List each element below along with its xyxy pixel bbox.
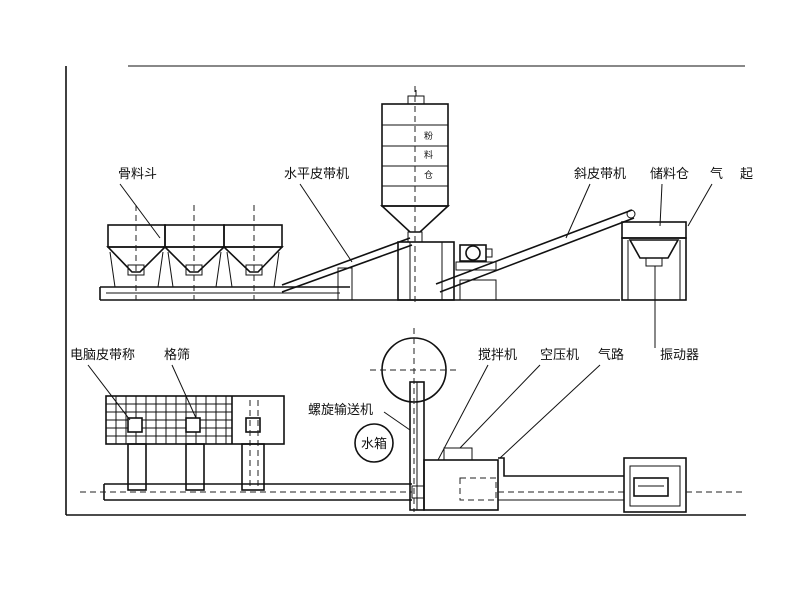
air-pipeline <box>498 457 624 501</box>
silo-text-3: 仓 <box>424 169 433 181</box>
label-air-line: 气路 <box>598 347 624 363</box>
mixer-unit: 螺旋输送机 <box>308 328 460 512</box>
label-compressor: 空压机 <box>540 348 579 363</box>
label-grid-screen: 格筛 <box>164 347 190 363</box>
diagram-frame <box>65 65 746 516</box>
leader-inclined-belt <box>565 183 591 239</box>
grid-screen-block: 电脑皮带称 格筛 <box>70 347 285 491</box>
label-water-tank: 水箱 <box>361 436 387 452</box>
label-air-cut: 起 <box>740 167 753 182</box>
label-air: 气 <box>710 166 723 182</box>
label-horizontal-belt: 水平皮带机 <box>284 167 349 182</box>
aggregate-hopper-1 <box>106 205 167 300</box>
label-vibrator: 振动器 <box>660 348 699 363</box>
aggregate-hopper-2 <box>163 205 226 300</box>
label-mixer: 搅拌机 <box>478 347 517 363</box>
plan-conveyor <box>80 483 412 501</box>
inclined-belt-conveyor: 斜皮带机 <box>435 167 636 301</box>
water-tank: 水箱 <box>354 423 394 463</box>
plan-storage-bin <box>623 457 746 513</box>
leader-aggregate-hopper <box>119 183 161 239</box>
leader-air <box>687 183 713 227</box>
label-screw-conveyor: 螺旋输送机 <box>308 402 373 418</box>
silo-text-1: 粉 <box>424 130 433 142</box>
leader-belt-scale <box>87 364 131 421</box>
base-frame <box>99 286 620 301</box>
drive-motor <box>455 244 497 271</box>
leader-mixer <box>437 364 489 461</box>
label-belt-scale: 电脑皮带称 <box>70 348 135 363</box>
elevation-view: 骨料斗 水平皮带机 粉 料 仓 <box>99 86 753 363</box>
mixer-bay: 搅拌机 空压机 气路 <box>423 347 624 511</box>
leader-grid-screen <box>171 364 197 419</box>
horizontal-belt-conveyor: 水平皮带机 <box>281 167 413 301</box>
leader-compressor <box>459 364 541 449</box>
aggregate-hopper-3 <box>222 205 284 300</box>
plan-view: 电脑皮带称 格筛 螺旋输送机 水箱 <box>70 328 746 513</box>
storage-bin: 储料仓 气 起 振动器 <box>621 166 753 363</box>
aggregate-hoppers: 骨料斗 <box>106 167 284 300</box>
leader-air-line <box>499 364 601 459</box>
silo-text-2: 料 <box>424 149 433 161</box>
label-aggregate-hopper: 骨料斗 <box>118 167 157 182</box>
leader-screw-conveyor <box>383 411 411 431</box>
leader-storage-bin <box>659 183 663 227</box>
label-storage-bin: 储料仓 <box>650 167 689 182</box>
leader-horizontal-belt <box>299 183 353 263</box>
powder-silo: 粉 料 仓 <box>379 86 455 305</box>
grid-screen-mesh <box>106 396 233 444</box>
label-inclined-belt: 斜皮带机 <box>574 167 626 182</box>
